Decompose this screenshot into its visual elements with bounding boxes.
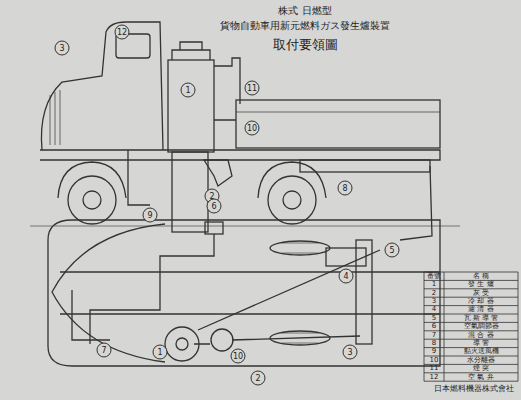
part-number: 9 [424, 348, 444, 355]
subtitle-line: 貨物自動車用新元燃料ガス發生爐裝置 [220, 20, 390, 31]
table-header: 番號 [424, 273, 444, 280]
table-rule [424, 381, 518, 382]
part-name: 濾 清 器 [444, 306, 518, 313]
part-number: 12 [424, 374, 444, 381]
table-rule [424, 339, 518, 340]
part-number: 5 [424, 315, 444, 322]
part-number: 6 [424, 323, 444, 330]
callout-number: 12 [115, 25, 130, 40]
callout-number: 6 [207, 199, 222, 214]
part-name: 冷 却 器 [444, 298, 518, 305]
part-number: 2 [424, 290, 444, 297]
part-number: 4 [424, 306, 444, 313]
part-number: 3 [424, 298, 444, 305]
table-header: 名 稱 [444, 273, 518, 280]
part-number: 11 [424, 365, 444, 372]
callout-number: 10 [231, 349, 246, 364]
callout-number: 2 [251, 371, 266, 386]
part-name: 發 生 爐 [444, 281, 518, 288]
callout-number: 7 [97, 343, 112, 358]
part-name: 煙 突 [444, 365, 518, 372]
callout-number: 5 [385, 243, 400, 258]
company-name: 日本燃料機器株式會社 [434, 385, 514, 394]
drawing-title: 取付要領圖 [273, 38, 338, 52]
part-number: 7 [424, 332, 444, 339]
part-name: 點火送風機 [444, 348, 518, 355]
part-number: 8 [424, 340, 444, 347]
callout-number: 1 [181, 83, 196, 98]
part-name: 空氣調節器 [444, 323, 518, 330]
part-name: 導 管 [444, 340, 518, 347]
callout-number: 4 [339, 269, 354, 284]
table-rule [424, 288, 518, 289]
maker-line: 株式 日燃型 [278, 5, 331, 16]
part-name: 混 合 器 [444, 332, 518, 339]
callout-number: 9 [143, 208, 158, 223]
callout-number: 8 [338, 181, 353, 196]
part-name: 瓦 斯 導 管 [444, 315, 518, 322]
part-name: 空 氣 弁 [444, 374, 518, 381]
part-number: 10 [424, 357, 444, 364]
callout-number: 1 [153, 345, 168, 360]
part-name: 水分離器 [444, 357, 518, 364]
part-name: 灰 受 [444, 290, 518, 297]
callout-number: 10 [245, 121, 260, 136]
callout-number: 3 [343, 345, 358, 360]
table-rule [518, 272, 519, 381]
table-rule [424, 272, 425, 381]
part-number: 1 [424, 281, 444, 288]
callout-number: 3 [55, 41, 70, 56]
table-rule [444, 272, 445, 381]
callout-number: 11 [245, 81, 260, 96]
